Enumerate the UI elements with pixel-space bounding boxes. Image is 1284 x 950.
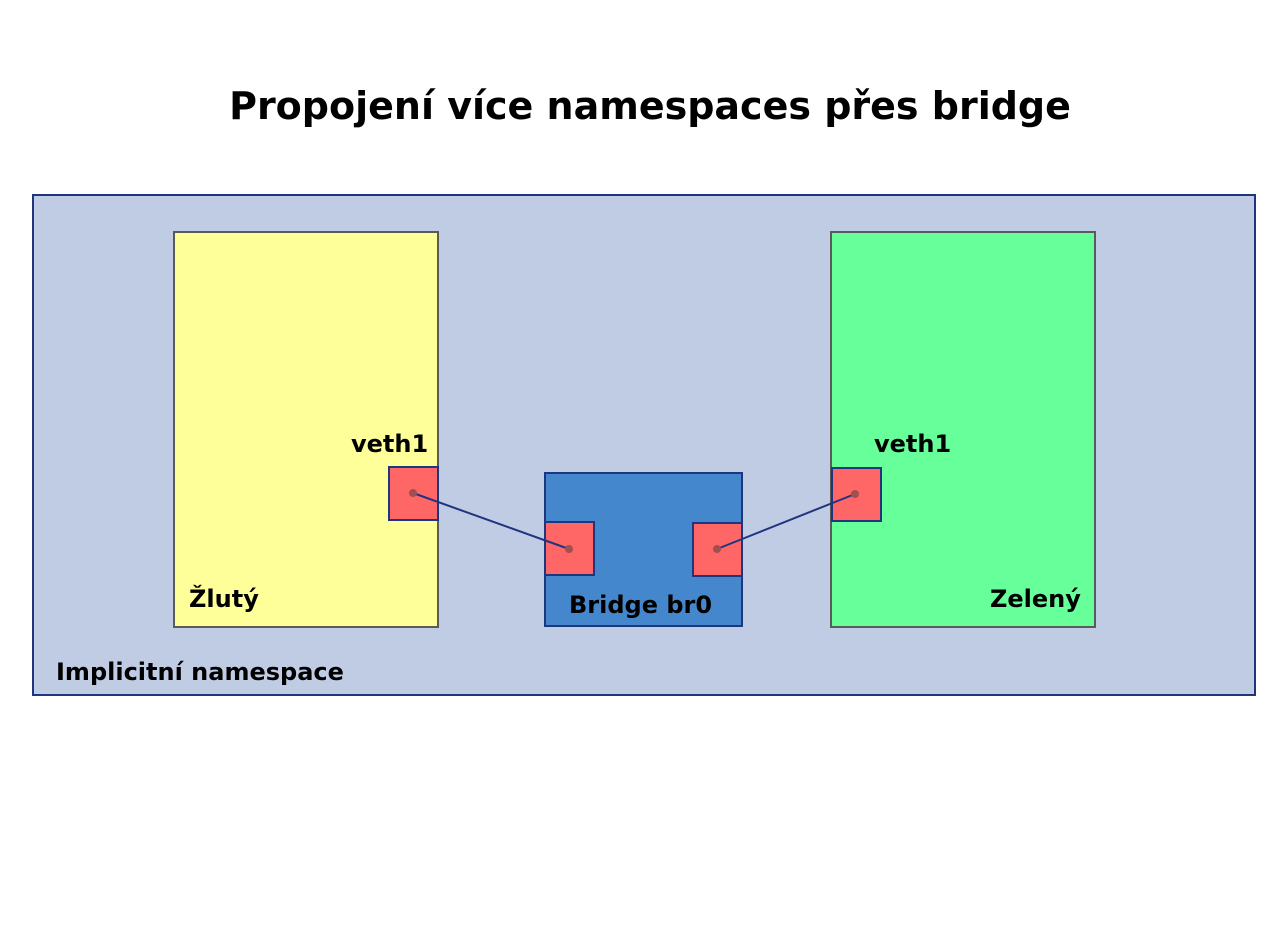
green-namespace-label: Zelený [990,585,1081,613]
bridge-port-left [544,521,595,576]
yellow-namespace-label: Žlutý [189,585,259,613]
green-veth-label: veth1 [874,430,952,458]
bridge-label: Bridge br0 [569,591,713,619]
yellow-veth-label: veth1 [351,430,429,458]
diagram-title: Propojení více namespaces přes bridge [229,84,1071,128]
yellow-namespace-box [173,231,439,628]
default-namespace-label: Implicitní namespace [56,658,344,686]
green-namespace-box [830,231,1096,628]
green-veth-port [831,467,882,522]
bridge-port-right [692,522,743,577]
yellow-veth-port [388,466,439,521]
